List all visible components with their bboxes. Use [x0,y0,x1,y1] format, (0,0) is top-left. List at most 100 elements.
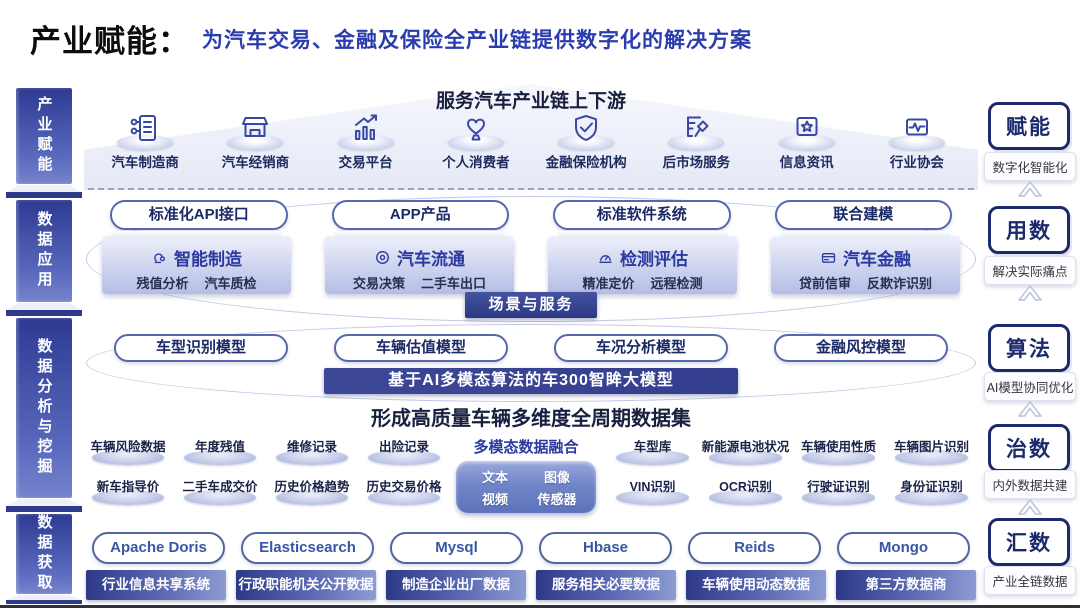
dealer-icon [242,117,269,137]
db-reids: Reids [688,532,821,564]
partner-trade-platform: 交易平台 [311,110,421,171]
db-apache-doris: Apache Doris [92,532,225,564]
card-auto-finance: 汽车金融 贷前信审 反欺诈识别 [771,231,960,294]
data-bubble: VIN识别 [608,476,697,505]
pill-valuation-model: 车辆估值模型 [334,334,508,362]
pill-api: 标准化API接口 [110,200,288,230]
data-bubble: 行驶证识别 [794,476,883,505]
association-icon [905,118,928,136]
up-arrow-icon [1015,282,1045,302]
right-rail-sub-govern-data: 内外数据共建 [984,470,1076,499]
page-title: 产业赋能： [30,24,190,59]
pillar-base [6,499,82,512]
partner-label: 行业协会 [889,155,944,170]
data-bubble: 身份证识别 [887,476,976,505]
database-pill-row: Apache Doris Elasticsearch Mysql Hbase R… [92,532,970,564]
partner-label: 汽车制造商 [111,155,179,170]
pillar-body: 产业赋能 [16,88,72,184]
db-mysql: Mysql [390,532,523,564]
right-rail-sub-empower: 数字化智能化 [984,152,1076,181]
card-tag: 精准定价 [582,276,635,291]
right-bubble-row-1: 车型库 新能源电池状况 车辆使用性质 车辆图片识别 [608,436,976,465]
partner-label: 信息资讯 [779,155,834,170]
right-rail-title-algorithm: 算法 [988,324,1070,372]
db-elasticsearch: Elasticsearch [241,532,374,564]
partner-label: 汽车经销商 [221,155,290,170]
pill-model-recognition: 车型识别模型 [114,334,288,362]
right-rail-title-use-data: 用数 [988,206,1070,254]
pill-joint-modeling: 联合建模 [774,200,952,230]
source-factory-data: 制造企业出厂数据 [386,570,526,600]
model-pill-row: 车型识别模型 车辆估值模型 车况分析模型 金融风控模型 [114,334,948,362]
data-bubble: 车辆风险数据 [84,436,172,465]
pill-app: APP产品 [331,200,509,230]
right-rail-title-govern-data: 治数 [988,424,1070,472]
card-smart-manufacturing: 智能制造 残值分析 汽车质检 [102,231,291,294]
bubble-disc [275,490,349,505]
right-rail-sub-algorithm: AI模型协同优化 [984,372,1076,401]
bubble-disc [367,490,441,505]
card-tag: 远程检测 [650,276,703,291]
left-rail-item-industry-empower: 产业赋能 [6,88,82,198]
source-industry-sharing: 行业信息共享系统 [86,570,226,600]
right-rail-title-empower: 赋能 [988,102,1070,150]
bubble-disc [275,450,349,465]
source-service-data: 服务相关必要数据 [536,570,676,600]
icon-pedestal [337,135,394,150]
pill-software: 标准软件系统 [553,200,731,230]
pillar-base [6,595,82,604]
partner-aftermarket: 后市场服务 [641,110,751,171]
fusion-item: 视频 [481,491,508,507]
up-arrow-icon [1015,496,1045,516]
product-pill-row: 标准化API接口 APP产品 标准软件系统 联合建模 [110,200,952,230]
bubble-disc [616,450,689,465]
bubble-disc [367,450,441,465]
data-bubble: 新能源电池状况 [701,436,790,465]
up-arrow-icon [1015,398,1045,418]
card-title: 汽车金融 [843,250,911,269]
icon-pedestal [888,135,945,150]
bubble-disc [91,450,165,465]
fusion-title: 多模态数据融合 [473,439,579,456]
partner-finance-insurance: 金融保险机构 [531,110,641,171]
bubble-disc [183,450,257,465]
pillar-base [6,303,82,316]
auto-finance-icon [821,252,836,263]
source-vehicle-dynamic-data: 车辆使用动态数据 [686,570,826,600]
pill-condition-model: 车况分析模型 [554,334,728,362]
bubble-disc [802,450,875,465]
data-bubble: OCR识别 [701,476,790,505]
card-title: 汽车流通 [397,250,465,269]
data-bubble: 维修记录 [268,436,356,465]
left-rail-item-data-application: 数据应用 [6,200,82,316]
icon-pedestal [778,135,835,150]
data-bubble: 车辆使用性质 [794,436,883,465]
db-hbase: Hbase [539,532,672,564]
source-bar-row: 行业信息共享系统 行政职能机关公开数据 制造企业出厂数据 服务相关必要数据 车辆… [86,570,976,600]
slide-bottom-edge [0,605,1080,608]
pill-risk-model: 金融风控模型 [774,334,948,362]
card-tag: 二手车出口 [421,276,487,291]
fusion-box: 文本 图像 视频 传感器 [456,461,596,513]
bubble-disc [709,450,782,465]
data-bubble: 出险记录 [360,436,448,465]
right-rail-title-gather-data: 汇数 [988,518,1070,566]
bubble-disc [802,490,875,505]
bubble-disc [91,490,165,505]
pillar-base [6,185,82,198]
aftermarket-icon [687,116,709,137]
right-bubble-row-2: VIN识别 OCR识别 行驶证识别 身份证识别 [608,476,976,505]
dashed-divider [88,188,974,190]
fusion-item: 图像 [543,469,570,485]
source-third-party: 第三方数据商 [836,570,976,600]
ai-model-banner: 基于AI多模态算法的车300智眸大模型 [324,368,738,394]
smart-manufacturing-icon [154,253,166,264]
card-tag: 反欺诈识别 [867,276,933,291]
up-arrow-icon [1015,178,1045,198]
bubble-disc [709,490,782,505]
db-mongo: Mongo [837,532,970,564]
card-title: 检测评估 [620,250,688,269]
pillar-label: 产业赋能 [35,96,53,176]
card-tag: 交易决策 [352,276,405,291]
trade-platform-icon [354,114,377,140]
